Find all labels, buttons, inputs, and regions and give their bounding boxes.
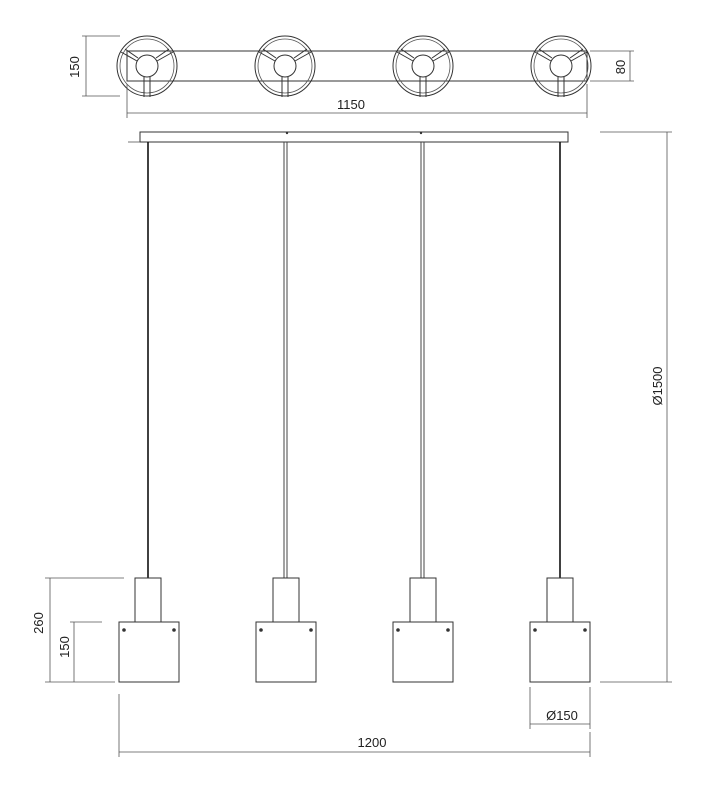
pendant-1-shade (118, 621, 180, 683)
pendant-3-socket (409, 577, 437, 623)
top-view-rosette-4 (530, 35, 592, 97)
pendant-1 (118, 142, 180, 683)
dim-shade-diameter-label: Ø150 (546, 708, 578, 723)
top-view-rosette-2 (254, 35, 316, 97)
front-view: Ø1500 260 150 Ø150 1200 (31, 131, 672, 757)
dim-top-width: 1150 (126, 84, 588, 118)
pendant-4 (529, 142, 591, 683)
pendant-1-socket (134, 577, 162, 623)
pendant-4-socket (546, 577, 574, 623)
top-view-rosette-3 (392, 35, 454, 97)
dim-pendant-height: 260 (31, 577, 124, 683)
dim-overall-width: 1200 (118, 694, 591, 757)
pendant-3 (392, 142, 454, 683)
dim-top-height: 150 (67, 35, 120, 97)
dim-overall-height: Ø1500 (600, 131, 672, 683)
dim-shade-diameter: Ø150 (529, 687, 591, 729)
dim-top-height-label: 150 (67, 56, 82, 78)
pendant-2 (255, 142, 317, 683)
pendant-2-shade (255, 621, 317, 683)
pendant-4-shade (529, 621, 591, 683)
top-view: 150 1150 80 (67, 35, 634, 118)
dim-pendant-height-label: 260 (31, 612, 46, 634)
dim-canopy-depth: 80 (590, 50, 634, 82)
dim-shade-height: 150 (57, 621, 102, 682)
dim-shade-height-label: 150 (57, 636, 72, 658)
pendant-3-shade (392, 621, 454, 683)
dim-top-width-label: 1150 (337, 97, 365, 112)
dim-overall-width-label: 1200 (358, 735, 387, 750)
top-view-rosette-1 (116, 35, 178, 97)
canopy-bar (139, 131, 569, 143)
dim-overall-height-label: Ø1500 (650, 366, 665, 405)
top-view-canopy (126, 50, 588, 82)
dim-canopy-depth-label: 80 (613, 60, 628, 74)
pendant-2-socket (272, 577, 300, 623)
